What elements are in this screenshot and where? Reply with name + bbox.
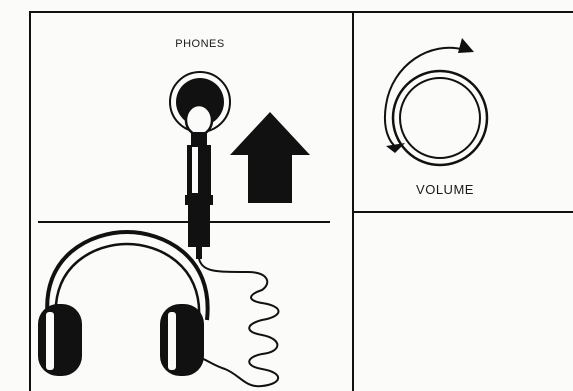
plug-icon [185,105,213,259]
phones-label: PHONES [160,38,240,50]
headphones-icon [38,232,208,376]
volume-label: VOLUME [405,182,485,197]
up-arrow-icon [230,112,310,203]
headphone-cable [195,259,279,386]
volume-knob-icon [393,71,487,165]
panel-frame [30,12,573,391]
